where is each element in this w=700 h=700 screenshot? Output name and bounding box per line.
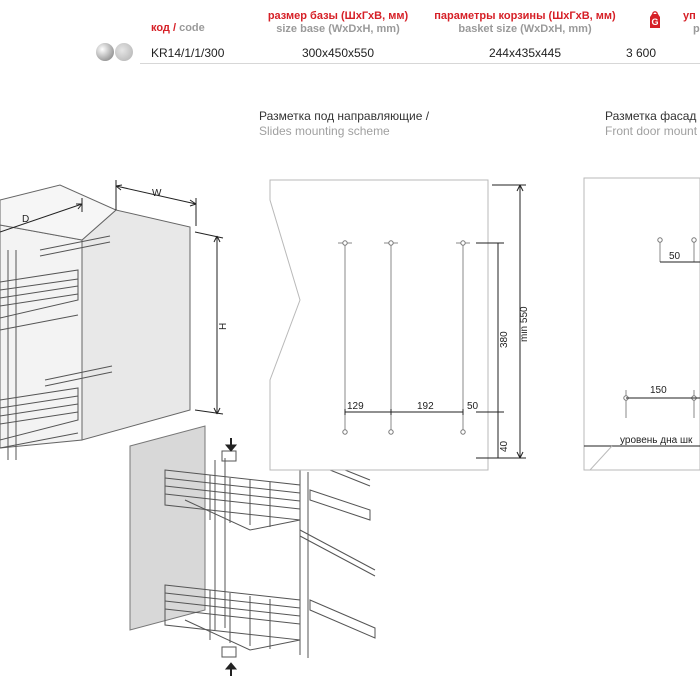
height-label: H [218,323,229,330]
slides-title: Разметка под направляющие / [259,109,430,123]
table-divider [140,63,700,64]
facade-level-label: уровень дна шк [620,435,693,446]
facade-dim-150: 150 [650,385,667,396]
facade-title: Разметка фасад [605,109,697,123]
facade-subtitle: Front door mount [605,124,698,138]
silver-swatch-icon [115,43,133,61]
row-basket-size: 244x435x445 [488,46,562,60]
row-value: 3 600 [626,46,657,60]
basket-unit-drawing [129,425,376,658]
isometric-cabinet-drawing [0,180,224,460]
code-header: код / code [151,22,205,34]
row-size-base: 300x450x550 [301,46,375,60]
width-label: W [152,188,162,199]
slides-dim-min-550: min 550 [519,306,530,342]
basket-size-header: параметры корзины (ШхГхВ, мм) basket siz… [434,10,616,35]
slides-dim-50: 50 [467,401,479,412]
slides-dim-380: 380 [499,331,510,348]
badge-letter: G [651,17,659,27]
facade-dim-50: 50 [669,251,681,262]
slides-dim-129: 129 [347,401,364,412]
mount-arrow-up-icon [224,662,238,676]
slides-dim-192: 192 [417,401,434,412]
slides-dim-40: 40 [499,440,510,452]
last-column-header: уп p [683,10,700,35]
depth-label: D [22,214,29,225]
slides-scheme-drawing [269,179,526,471]
chrome-swatch-icon [96,43,114,61]
mount-arrow-down-icon [224,438,238,452]
weight-badge-icon: G [648,11,662,29]
slides-subtitle: Slides mounting scheme [259,124,390,138]
facade-scheme-drawing [583,177,700,471]
row-code: KR14/1/1/300 [151,46,225,60]
size-base-header: размер базы (ШхГхВ, мм) size base (WxDxH… [267,10,409,35]
